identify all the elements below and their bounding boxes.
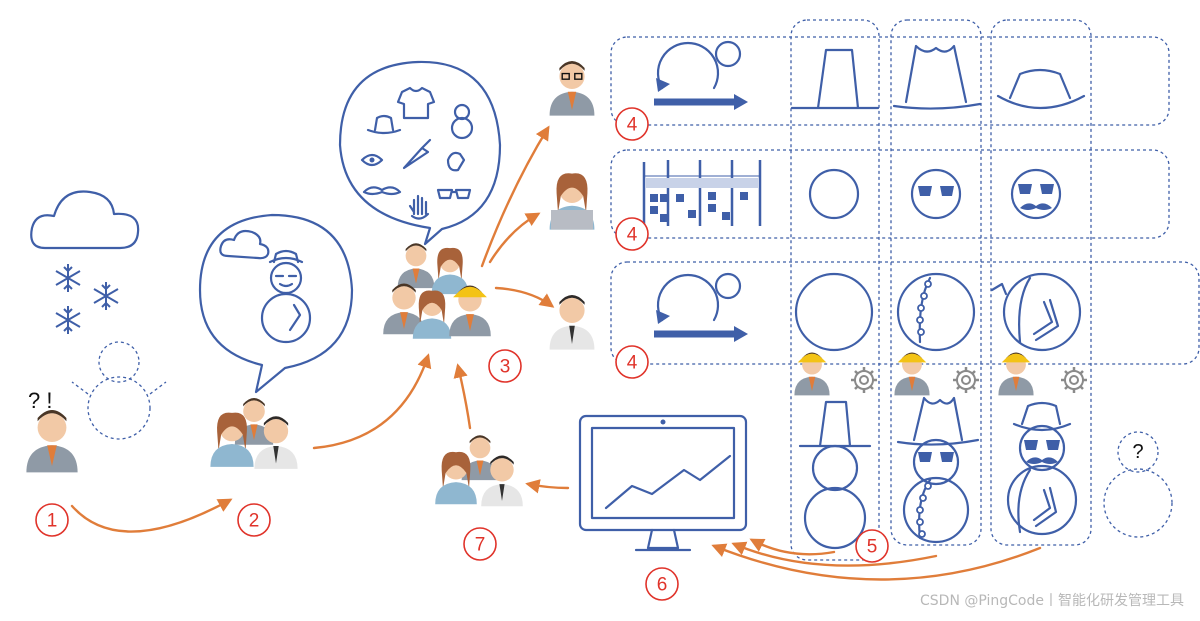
- snowflake-icon: [55, 264, 119, 334]
- svg-text:6: 6: [657, 575, 668, 596]
- scrum-cycle-icon-2: [654, 274, 748, 342]
- svg-text:5: 5: [867, 537, 878, 558]
- plain-face-icon: [808, 168, 860, 220]
- step-6-badge: 6: [645, 567, 679, 601]
- svg-text:4: 4: [627, 115, 638, 136]
- speech-bubble-features: [338, 60, 502, 246]
- fedora-hat-icon: [892, 44, 982, 110]
- step-2-badge: 2: [237, 503, 271, 537]
- worker-gear-col-2: [894, 352, 981, 396]
- step-1-badge: 1: [35, 503, 69, 537]
- step-5-badge: 5: [855, 529, 889, 563]
- stakeholder-group-icon: [435, 435, 523, 507]
- svg-text:3: 3: [500, 357, 511, 378]
- arm-body-icon: [990, 272, 1082, 352]
- kanban-board-icon: [642, 160, 762, 226]
- glasses-face-icon: [910, 168, 962, 220]
- svg-text:4: 4: [627, 353, 638, 374]
- step-4c-badge: 4: [615, 345, 649, 379]
- svg-text:7: 7: [475, 535, 486, 556]
- speech-bubble-snowman: [198, 213, 354, 394]
- column-frame-2: [890, 19, 982, 546]
- designer-laptop-icon: [549, 173, 595, 230]
- row-frame-2: [610, 149, 1170, 239]
- step-7-badge: 7: [463, 527, 497, 561]
- scrum-cycle-icon: [654, 42, 748, 110]
- developer-glasses-icon: [549, 61, 595, 116]
- confused-person-icon: [26, 410, 78, 473]
- watermark: CSDN @PingCode丨智能化研发管理工具: [920, 593, 1184, 609]
- buttoned-body-icon: [896, 272, 976, 352]
- step-4b-badge: 4: [615, 217, 649, 251]
- top-hat-icon: [790, 48, 880, 110]
- question-mark: ?: [1132, 441, 1143, 463]
- row-frame-1: [610, 36, 1170, 126]
- snowman-fedora-icon: [896, 396, 980, 544]
- svg-text:1: 1: [47, 511, 58, 532]
- confusion-marks: ? !: [28, 388, 52, 413]
- snowman-cowboy-icon: [1006, 401, 1078, 536]
- cowboy-hat-icon: [996, 68, 1086, 110]
- tester-icon: [549, 295, 595, 350]
- row-frame-3: [610, 261, 1200, 365]
- dashed-snowman-icon: [71, 341, 167, 440]
- flow-arrows: [70, 125, 1042, 581]
- team-group-icon: [210, 398, 298, 469]
- cloud-icon: [30, 190, 140, 250]
- svg-text:4: 4: [627, 225, 638, 246]
- step-4a-badge: 4: [615, 107, 649, 141]
- project-team-icon: [383, 243, 491, 339]
- glasses-mustache-face-icon: [1010, 168, 1062, 220]
- worker-gear-col-3: [998, 352, 1089, 396]
- column-frame-1: [790, 19, 880, 561]
- plain-body-icon: [794, 272, 874, 352]
- column-frame-3: [990, 19, 1092, 546]
- snowman-top-hat-icon: [798, 400, 872, 550]
- monitor-chart-icon: [578, 414, 748, 552]
- dashed-question-snowman-icon: ?: [1103, 431, 1173, 538]
- step-3-badge: 3: [488, 349, 522, 383]
- worker-gear-col-1: [794, 352, 879, 396]
- svg-text:2: 2: [249, 511, 260, 532]
